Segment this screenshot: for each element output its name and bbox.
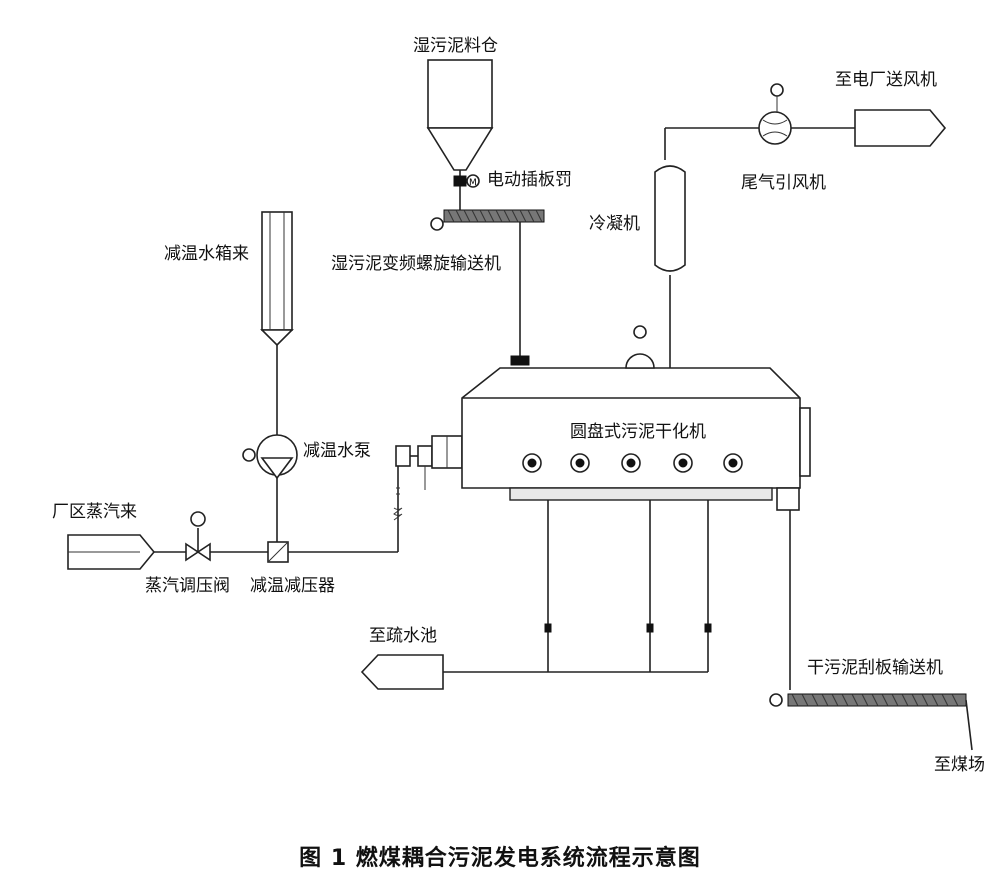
steam-pressure-valve: [154, 511, 268, 562]
condenser: [654, 165, 686, 368]
label-tail-gas-fan: 尾气引风机: [741, 173, 826, 193]
label-to-power-plant-fan: 至电厂送风机: [835, 70, 937, 90]
desuper-water-pump: [242, 434, 298, 480]
electric-gate-valve: M: [453, 174, 480, 188]
svg-text:M: M: [469, 178, 477, 188]
tail-gas-fan: [664, 83, 855, 160]
wet-sludge-screw-conveyor: [430, 209, 545, 366]
label-desuper-reducer: 减温减压器: [250, 576, 335, 596]
to-drain-pool-arrow: [360, 654, 444, 690]
label-desuper-pump: 减温水泵: [303, 441, 371, 461]
label-condenser: 冷凝机: [589, 214, 640, 234]
label-electric-gate: 电动插板罚: [487, 170, 572, 190]
wet-sludge-silo: [426, 59, 494, 210]
plant-steam-inlet-arrow: [67, 534, 156, 570]
drain-lines: [443, 500, 712, 673]
to-power-plant-fan-arrow: [854, 109, 947, 147]
label-desuper-water-tank: 减温水箱来: [164, 244, 249, 264]
label-plant-steam: 厂区蒸汽来: [52, 502, 137, 522]
label-steam-valve: 蒸汽调压阀: [145, 576, 230, 596]
label-wet-sludge-screw: 湿污泥变频螺旋输送机: [331, 254, 501, 274]
label-to-coal-yard: 至煤场: [934, 755, 985, 775]
desuper-pressure-reducer: [267, 435, 463, 563]
label-to-drain-pool: 至疏水池: [369, 626, 437, 646]
figure-caption: 图 1 燃煤耦合污泥发电系统流程示意图: [299, 846, 701, 871]
label-wet-sludge-silo: 湿污泥料仓: [413, 36, 498, 56]
label-dry-sludge-conveyor: 干污泥刮板输送机: [807, 658, 943, 678]
disc-sludge-dryer: [461, 325, 811, 690]
dry-sludge-scraper-conveyor: [769, 693, 973, 751]
desuper-water-tank: [260, 211, 294, 545]
label-disc-dryer: 圆盘式污泥干化机: [570, 422, 706, 442]
